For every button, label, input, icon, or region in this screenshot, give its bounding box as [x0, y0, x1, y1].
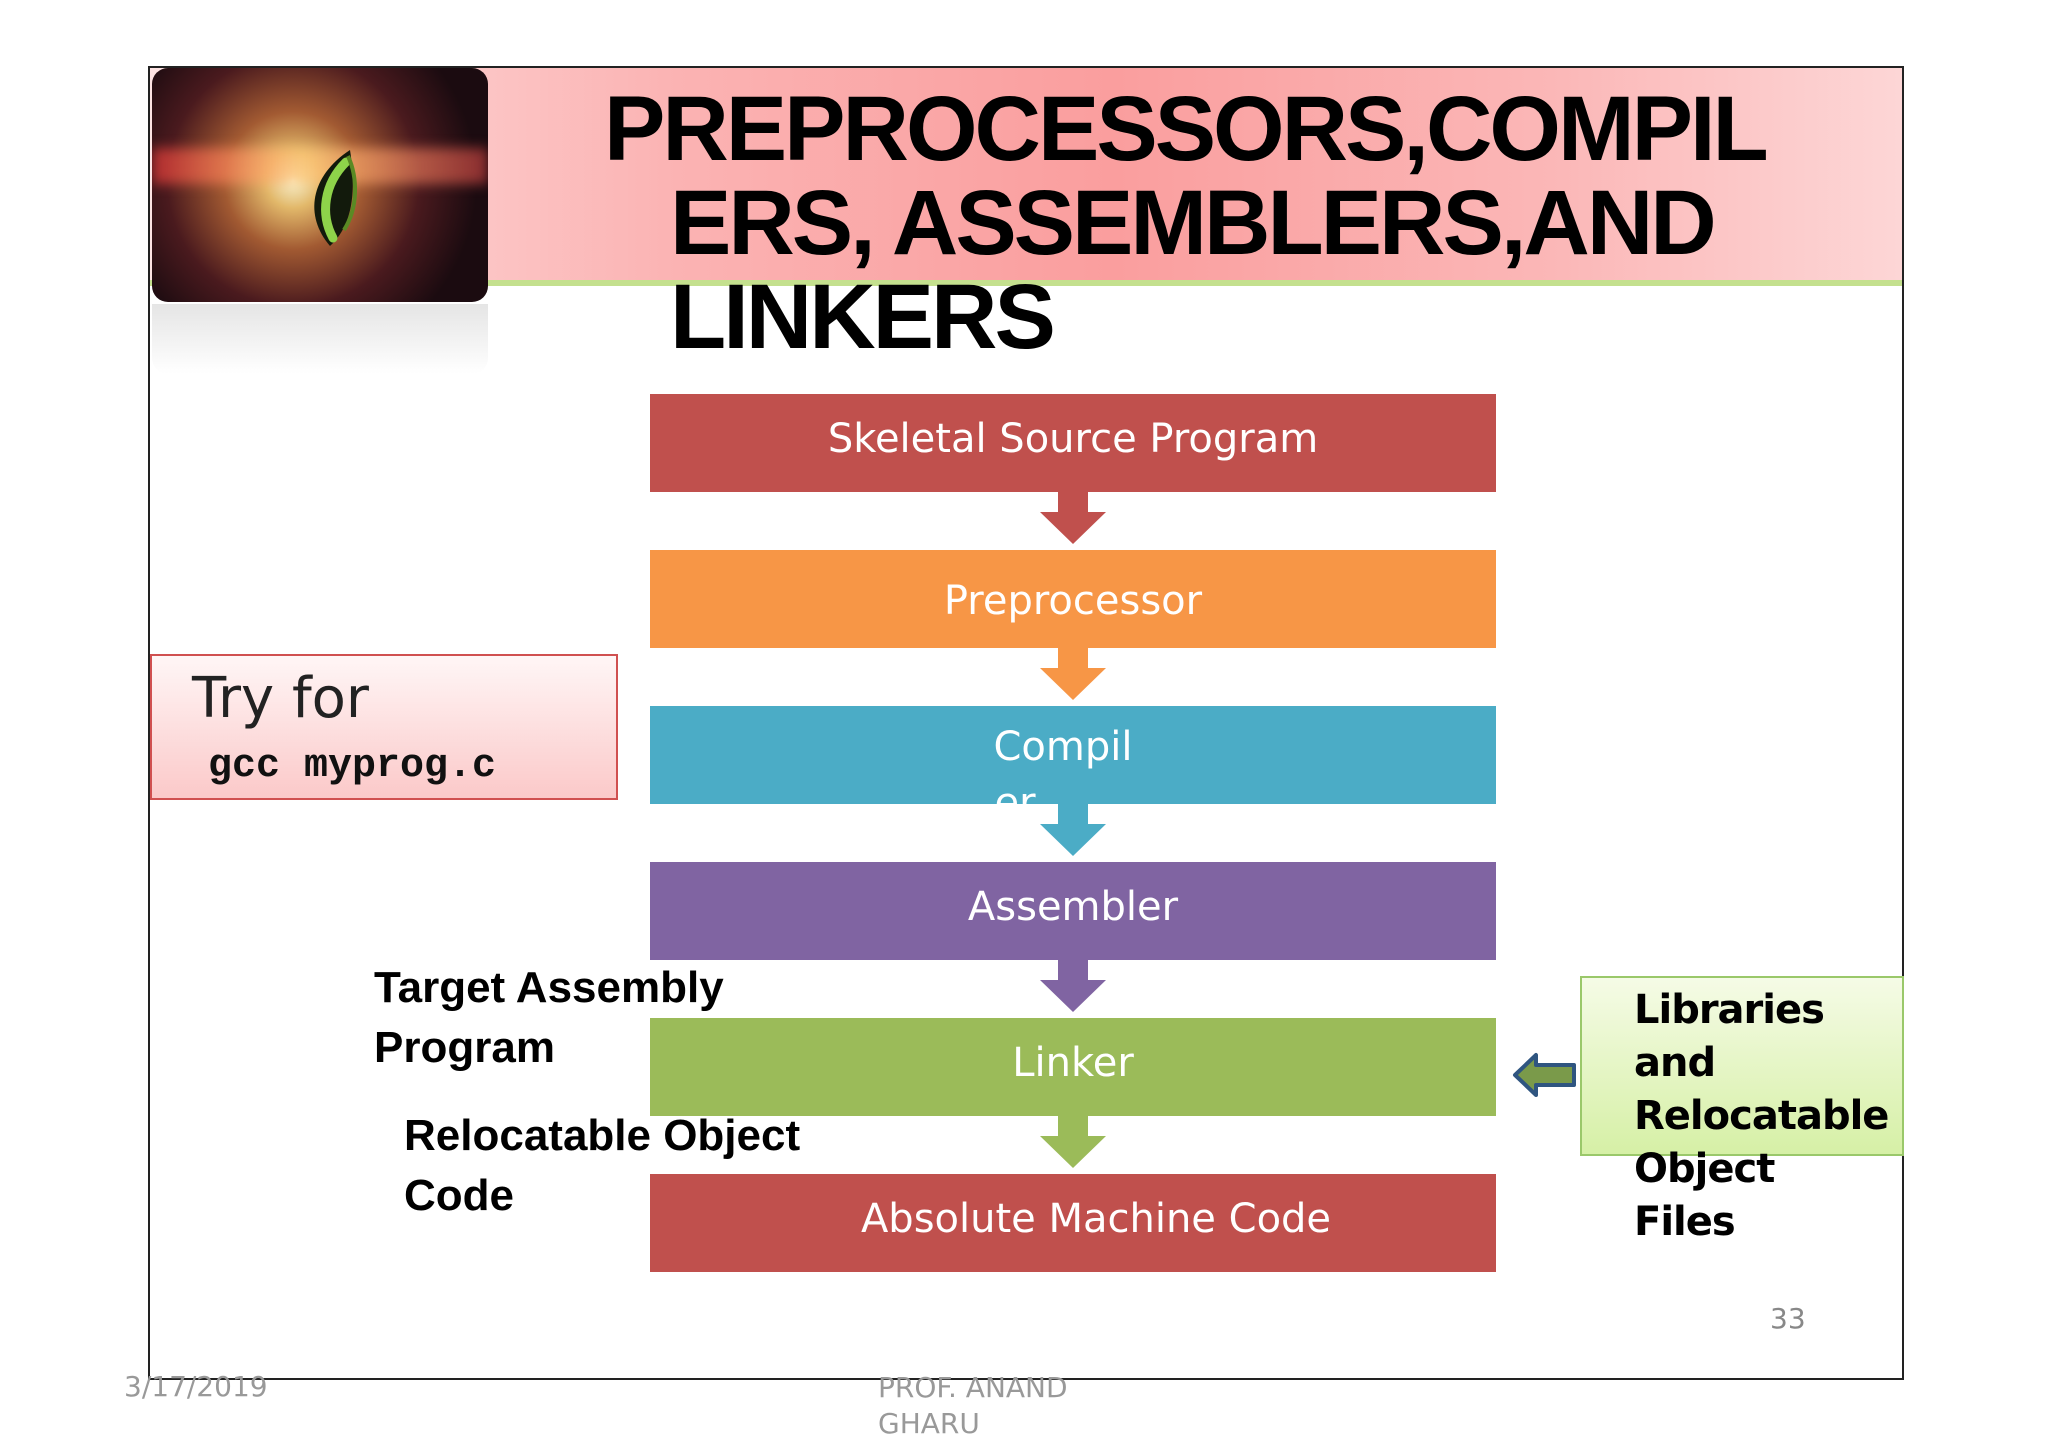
slide-frame: [148, 66, 1904, 1380]
libraries-line-1: Libraries: [1634, 987, 1825, 1033]
footer-author: PROF. ANAND GHARU: [878, 1370, 1098, 1442]
step-linker: Linker: [650, 1018, 1496, 1116]
down-arrow-icon: [1040, 646, 1106, 700]
down-arrow-icon: [1040, 958, 1106, 1012]
target-assembly-line-2: Program: [374, 1023, 555, 1072]
relocatable-object-line-1: Relocatable Object: [404, 1111, 801, 1160]
try-title: Try for: [192, 666, 369, 731]
step-absolute-machine-code: Absolute Machine Code: [650, 1174, 1496, 1272]
footer-date: 3/17/2019: [124, 1370, 268, 1403]
relocatable-object-label: Relocatable Object Code: [404, 1106, 800, 1226]
logo: [152, 68, 488, 302]
page-number: 33: [1770, 1302, 1806, 1335]
step-compiler: Compil er: [650, 706, 1496, 804]
target-assembly-label: Target Assembly Program: [374, 958, 724, 1078]
libraries-label: Libraries and Relocatable Object Files: [1634, 984, 1904, 1249]
target-assembly-line-1: Target Assembly: [374, 963, 724, 1012]
step-skeletal-source-program: Skeletal Source Program: [650, 394, 1496, 492]
step-assembler: Assembler: [650, 862, 1496, 960]
down-arrow-icon: [1040, 1114, 1106, 1168]
libraries-line-4: Object: [1634, 1146, 1775, 1192]
libraries-line-2: and: [1634, 1040, 1716, 1086]
try-command: gcc myprog.c: [208, 744, 497, 789]
step-label: Skeletal Source Program: [827, 416, 1319, 462]
libraries-line-3: Relocatable: [1634, 1093, 1889, 1139]
logo-flare: [152, 148, 488, 184]
title-line-3: LINKERS: [670, 266, 1056, 368]
footer-author-line-1: PROF. ANAND: [878, 1371, 1068, 1404]
libraries-box: [1580, 976, 1904, 1156]
title-line-2: ERS, ASSEMBLERS,AND: [670, 172, 1717, 274]
step-label-continuation: er: [994, 780, 1036, 804]
try-box: Try for gcc myprog.c: [150, 654, 618, 800]
slide-title: PREPROCESSORS,COMPIL ERS, ASSEMBLERS,AND…: [604, 82, 1904, 364]
libraries-line-5: Files: [1634, 1199, 1736, 1245]
step-label: Preprocessor: [943, 578, 1203, 624]
step-label: Linker: [1012, 1040, 1134, 1086]
step-preprocessor: Preprocessor: [650, 550, 1496, 648]
footer-author-line-2: GHARU: [878, 1407, 980, 1440]
step-label: Assembler: [967, 884, 1179, 930]
left-arrow-icon: [1513, 1053, 1576, 1097]
step-label: Absolute Machine Code: [860, 1196, 1332, 1242]
logo-reflection: [152, 304, 488, 374]
down-arrow-icon: [1040, 802, 1106, 856]
relocatable-object-line-2: Code: [404, 1171, 514, 1220]
down-arrow-icon: [1040, 490, 1106, 544]
step-label: Compil: [993, 724, 1133, 770]
leaf-icon: [314, 150, 358, 246]
title-line-1: PREPROCESSORS,COMPIL: [604, 78, 1769, 180]
